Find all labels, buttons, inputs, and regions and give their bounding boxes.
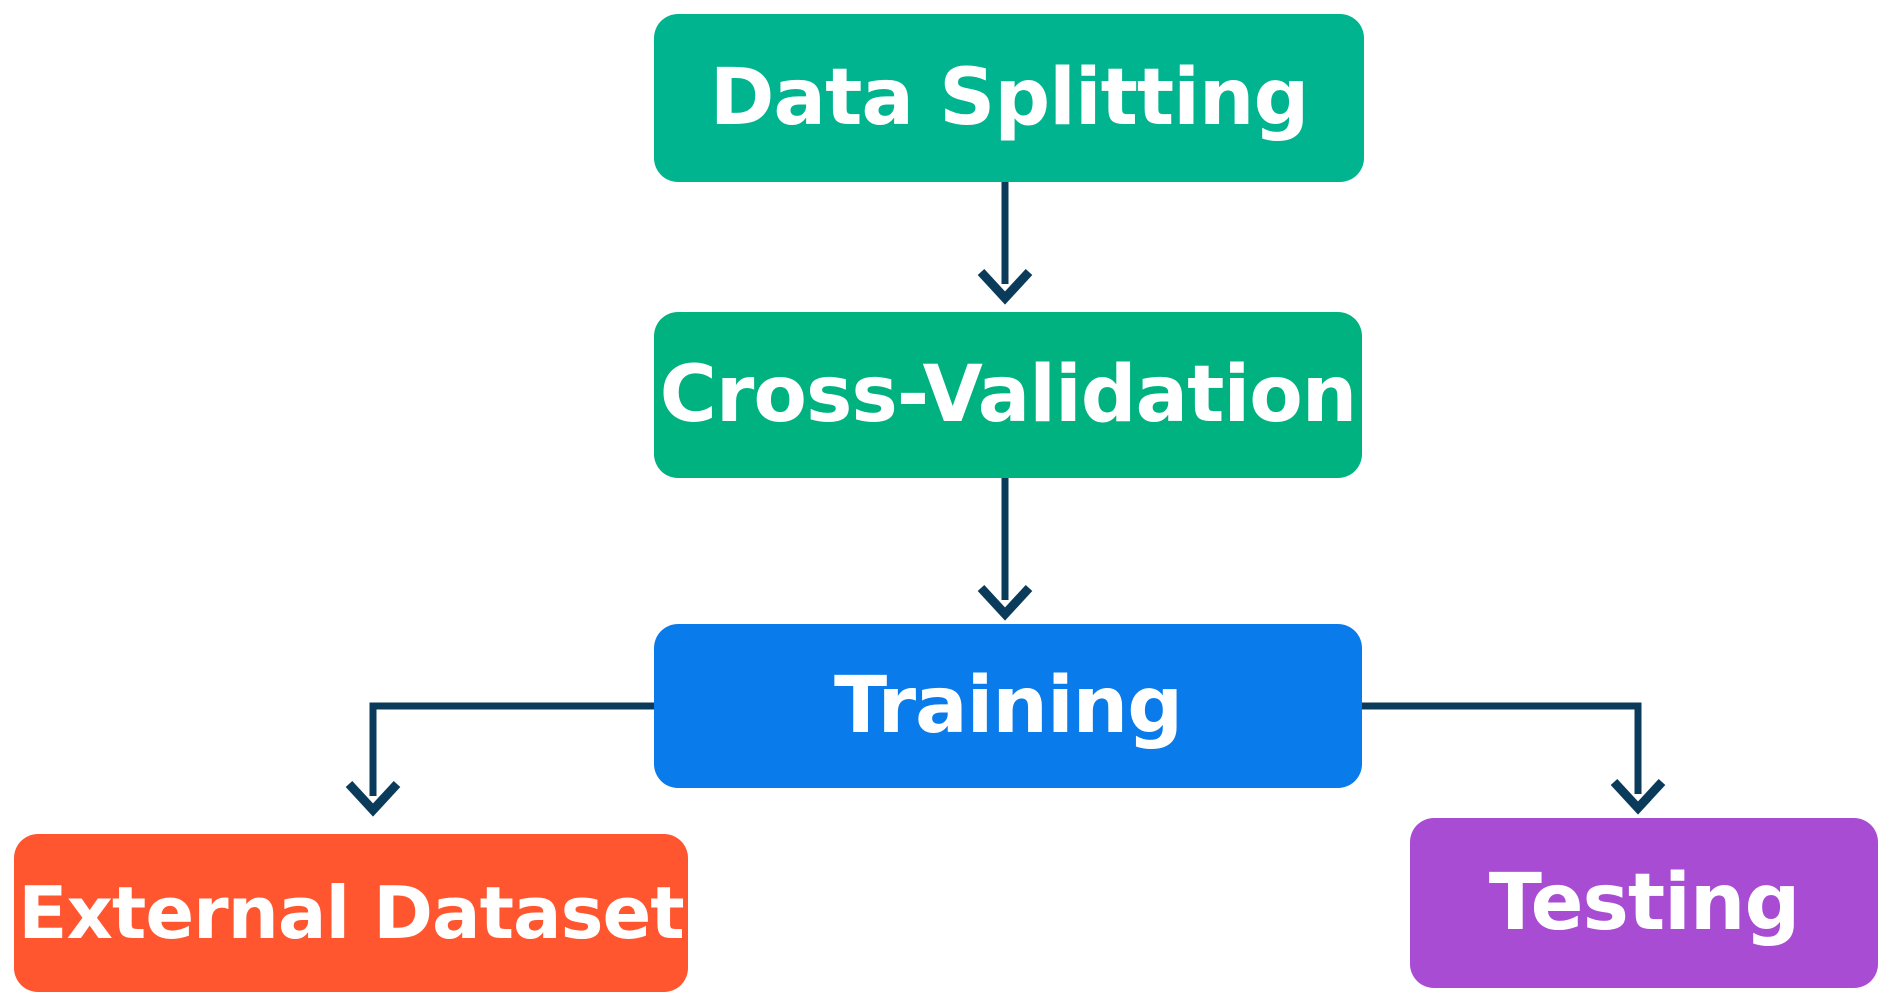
arrow-cross-validation-to-training (977, 478, 1033, 621)
node-label: Testing (1488, 858, 1801, 948)
node-cross-validation: Cross-Validation (654, 312, 1362, 478)
arrow-training-to-external-dataset (345, 702, 654, 817)
node-testing: Testing (1410, 818, 1878, 988)
node-training: Training (654, 624, 1362, 788)
node-label: Data Splitting (709, 53, 1310, 143)
node-label: Training (833, 661, 1183, 751)
arrow-data-splitting-to-cross-validation (977, 182, 1033, 305)
node-data-splitting: Data Splitting (654, 14, 1364, 182)
arrow-training-to-testing (1362, 702, 1666, 815)
node-label: External Dataset (18, 871, 684, 955)
node-label: Cross-Validation (659, 350, 1358, 440)
node-external-dataset: External Dataset (14, 834, 688, 992)
